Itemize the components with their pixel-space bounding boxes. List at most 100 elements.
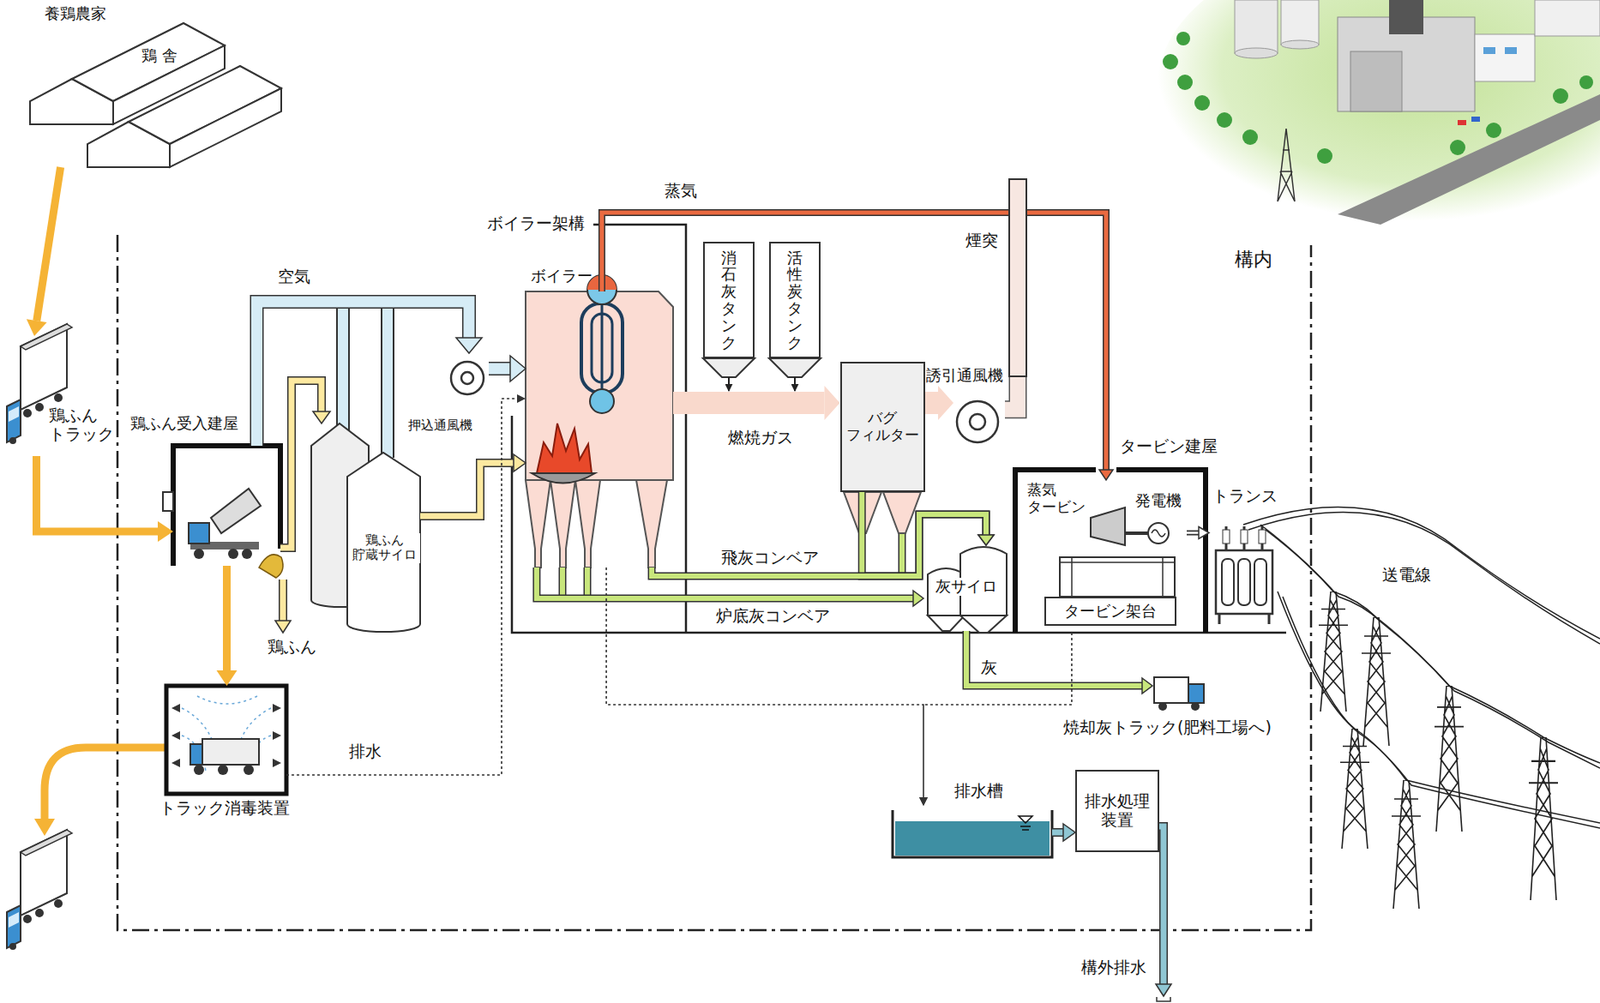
bag-filter-hopper bbox=[843, 492, 921, 534]
receiving-building: 鶏ふん受入建屋 bbox=[173, 445, 281, 566]
disinfector-drawing bbox=[171, 703, 181, 713]
air-branch bbox=[337, 301, 349, 434]
boiler-drawing bbox=[525, 291, 674, 481]
ash-truck-drawing bbox=[1158, 702, 1167, 711]
disinfector-drawing bbox=[171, 758, 181, 768]
node-label: バグ フィルター bbox=[845, 409, 921, 444]
transmission-line bbox=[1243, 507, 1600, 639]
power-plant-illustration bbox=[1281, 40, 1319, 49]
node-label: 鶏ふん受入建屋 bbox=[130, 415, 239, 434]
connector-line bbox=[651, 514, 987, 577]
power-plant-illustration bbox=[1162, 31, 1594, 164]
boiler-drawing bbox=[536, 423, 592, 474]
disinfector-drawing bbox=[272, 731, 282, 740]
site-boundary bbox=[117, 234, 1312, 931]
steam-turbine: 蒸気 タービン bbox=[1025, 480, 1129, 544]
flow-connector bbox=[1052, 832, 1064, 834]
tank-hopper bbox=[727, 377, 730, 391]
flow-label: 蒸気 bbox=[662, 181, 699, 201]
flow-label: 空気 bbox=[276, 267, 313, 287]
power-plant-illustration bbox=[1234, 48, 1278, 59]
power-plant-illustration bbox=[1216, 112, 1233, 128]
transmission-line bbox=[1265, 529, 1600, 769]
disinfector-drawing bbox=[202, 739, 259, 765]
receiving-building-drawing bbox=[173, 445, 281, 566]
receiving-building-drawing bbox=[193, 548, 205, 560]
turbine-building-drawing bbox=[1151, 529, 1166, 537]
boiler-drawing bbox=[584, 567, 590, 596]
disinfector-drawing bbox=[272, 703, 282, 713]
truck-disinfector: トラック消毒装置 bbox=[166, 685, 287, 794]
transmission-line bbox=[1248, 512, 1600, 644]
turbine-building: タービン建屋蒸気 タービン発電機タービン架台 bbox=[1015, 469, 1206, 633]
power-plant-illustration bbox=[1504, 47, 1517, 55]
disinfector-drawing bbox=[171, 731, 181, 740]
connector-line bbox=[222, 565, 231, 671]
flow-connector bbox=[1004, 377, 1018, 410]
disinfector-drawing bbox=[166, 685, 287, 794]
ash-truck-drawing bbox=[1188, 684, 1204, 704]
disinfector-drawing bbox=[190, 744, 203, 765]
connector-line bbox=[1186, 531, 1199, 535]
power-plant-illustration bbox=[1177, 74, 1193, 91]
transmission-line bbox=[1260, 524, 1600, 764]
flow-label: 飛灰コンベア bbox=[719, 548, 821, 568]
boiler-drawing bbox=[525, 480, 668, 568]
node-label: 焼却灰トラック(肥料工場へ) bbox=[1063, 718, 1272, 738]
receiving-building-drawing bbox=[228, 548, 239, 560]
receiving-building-drawing bbox=[280, 579, 287, 621]
induced-draft-fan: 誘引通風機 bbox=[953, 392, 1005, 450]
power-plant-illustration bbox=[1579, 75, 1594, 90]
boiler-drawing bbox=[559, 567, 567, 596]
transformer-drawing bbox=[1240, 529, 1248, 544]
outgoing-truck bbox=[6, 830, 73, 951]
node-label: 蒸気 タービン bbox=[1027, 481, 1088, 516]
flow-connector bbox=[536, 567, 914, 599]
tank-hopper bbox=[793, 377, 796, 391]
disinfector-drawing bbox=[171, 703, 282, 768]
boiler-drawing bbox=[589, 389, 614, 414]
ash-truck-drawing bbox=[1154, 677, 1204, 711]
power-plant-illustration bbox=[1534, 0, 1600, 37]
henhouse-drawing bbox=[30, 23, 282, 168]
bag-filter-hopper bbox=[883, 492, 921, 534]
ash-truck-drawing bbox=[1154, 677, 1189, 704]
fan-drawing bbox=[451, 361, 484, 395]
drain-tank-drawing bbox=[892, 810, 1053, 858]
boiler-drawing bbox=[581, 303, 623, 393]
bag-filter: バグ フィルター bbox=[840, 361, 926, 493]
connector-outline bbox=[488, 361, 511, 376]
power-plant-illustration bbox=[1157, 0, 1600, 236]
turbine-building-drawing bbox=[1015, 469, 1206, 633]
flow-connector bbox=[36, 456, 159, 532]
air-branch bbox=[382, 301, 393, 458]
power-plant-illustration bbox=[1162, 54, 1179, 70]
boiler-drawing bbox=[550, 480, 576, 568]
node-label: ボイラー bbox=[530, 267, 593, 286]
boiler-drawing bbox=[562, 533, 903, 596]
air-branch bbox=[380, 301, 395, 458]
connector-line bbox=[923, 632, 1072, 798]
part-label: ボイラー架構 bbox=[487, 214, 585, 234]
transmission-line bbox=[1434, 685, 1464, 832]
node-label: 排水槽 bbox=[954, 781, 1004, 801]
boiler: ボイラー bbox=[525, 291, 674, 568]
flow-connector bbox=[601, 212, 1107, 470]
forced-draft-fan: 押込通風機 bbox=[445, 353, 489, 404]
connector-line bbox=[536, 567, 914, 599]
turbine-building-drawing bbox=[1015, 469, 1206, 633]
site-boundary bbox=[117, 234, 1312, 931]
power-plant-illustration bbox=[1242, 129, 1258, 145]
node-label: 煙突 bbox=[965, 231, 999, 251]
receiving-building-drawing bbox=[162, 492, 174, 512]
node-label: 排水処理 装置 bbox=[1080, 792, 1155, 831]
node-label: トラック消毒装置 bbox=[159, 799, 290, 819]
transformer-drawing bbox=[1258, 529, 1266, 544]
transformer-drawing bbox=[1226, 526, 1263, 551]
storage-silo: 鶏ふん 貯蔵サイロ bbox=[310, 423, 421, 630]
power-plant-illustration bbox=[1457, 120, 1467, 126]
connector-outline bbox=[420, 463, 514, 517]
transmission-line bbox=[1361, 617, 1391, 746]
power-plant-illustration bbox=[1337, 94, 1600, 225]
